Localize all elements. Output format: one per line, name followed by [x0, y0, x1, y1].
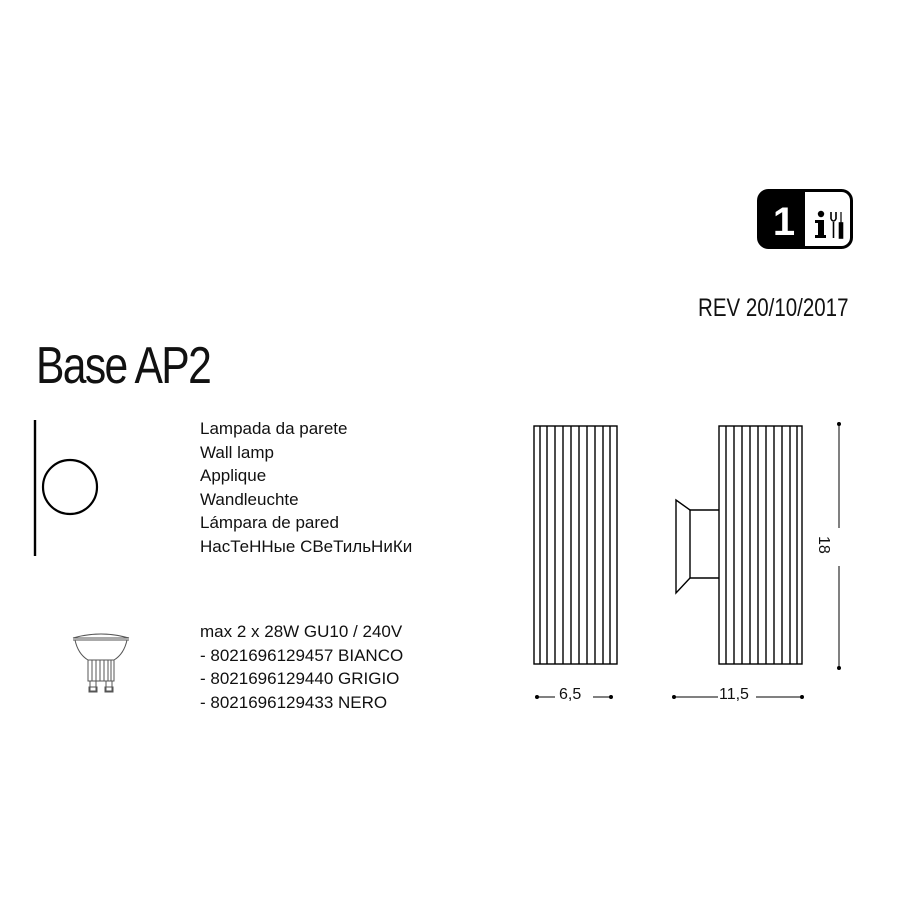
info-icon [815, 210, 826, 238]
gu10-bulb-icon [72, 633, 130, 693]
badge-number: 1 [773, 200, 795, 244]
front-view [533, 425, 618, 665]
width-dimensions [535, 695, 804, 699]
instruction-badge: 1 [757, 189, 853, 249]
description-french: Applique [200, 466, 267, 485]
depth-dimension: 11,5 [719, 686, 749, 703]
description-italian: Lampada da parete [200, 419, 348, 438]
description-block: Lampada da parete Wall lamp Applique Wan… [200, 417, 412, 558]
variant-grigio: - 8021696129440 GRIGIO [200, 669, 400, 688]
tools-icon [830, 212, 844, 239]
product-title: Base AP2 [36, 337, 212, 395]
front-width-dimension: 6,5 [559, 686, 582, 703]
side-view [675, 425, 803, 665]
specs-block: max 2 x 28W GU10 / 240V - 8021696129457 … [200, 620, 403, 714]
description-spanish: Lámpara de pared [200, 513, 339, 532]
revision-date: REV 20/10/2017 [697, 294, 848, 322]
height-dimension [837, 422, 841, 670]
power-spec: max 2 x 28W GU10 / 240V [200, 622, 403, 641]
technical-drawing [533, 422, 841, 699]
description-russian: НасТеННые СВеТильНиКи [200, 536, 413, 556]
description-english: Wall lamp [200, 442, 274, 462]
variant-nero: - 8021696129433 NERO [200, 692, 388, 712]
description-german: Wandleuchte [200, 489, 299, 509]
wall-lamp-symbol-icon [33, 420, 99, 556]
height-dimension-label: 18 [815, 536, 832, 554]
variant-bianco: - 8021696129457 BIANCO [200, 645, 404, 665]
